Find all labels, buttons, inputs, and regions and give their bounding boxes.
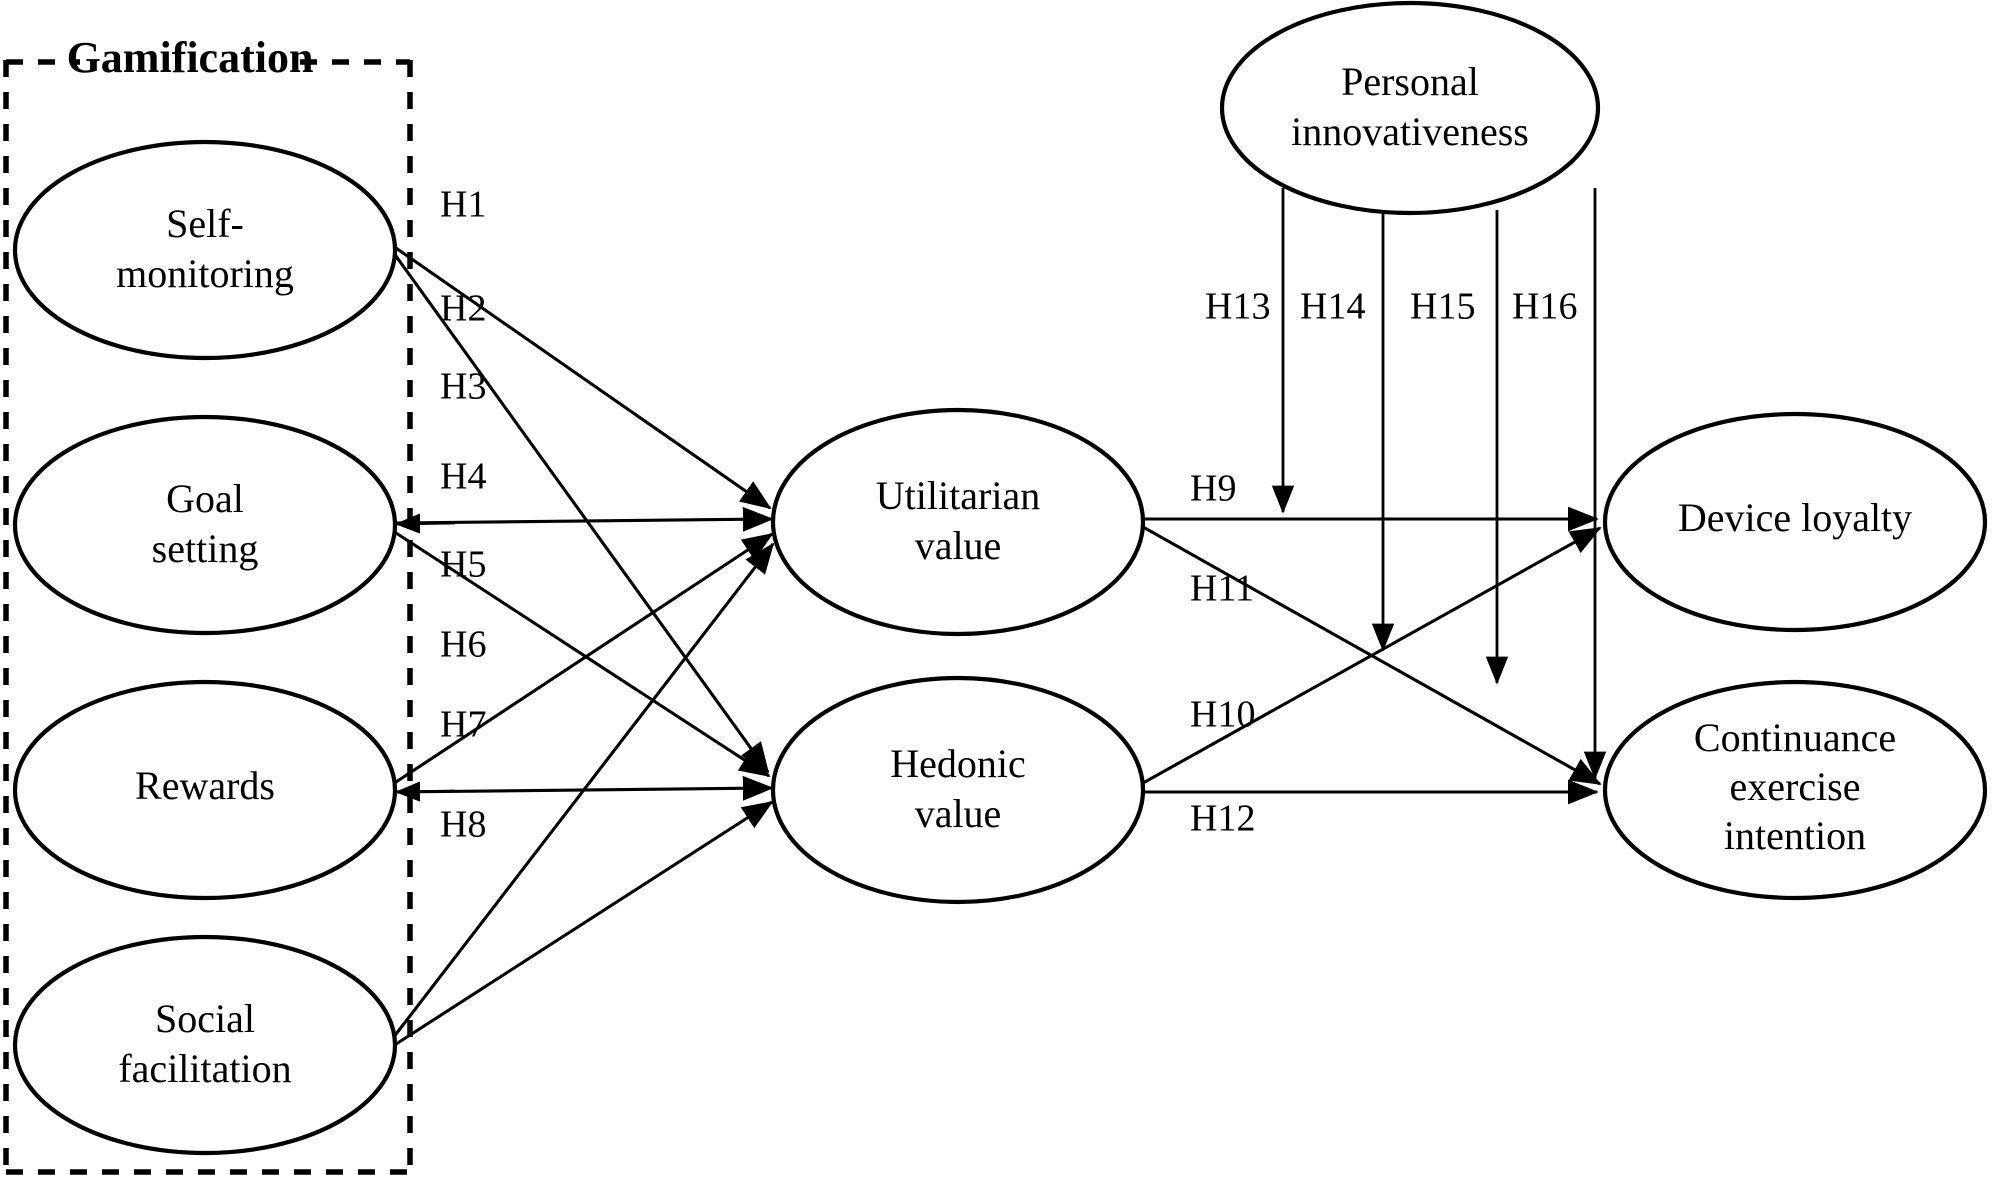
node-goal-setting[interactable]: Goal setting xyxy=(12,414,398,636)
hypothesis-label-h11: H11 xyxy=(1190,568,1254,610)
hypothesis-label-h6: H6 xyxy=(440,624,486,666)
hypothesis-label-h10: H10 xyxy=(1190,694,1255,736)
node-social-facilitation-label-line1: Social xyxy=(155,996,255,1041)
node-personal-innovativeness-label-line1: Personal xyxy=(1341,59,1479,104)
edge-group-values-to-outcomes xyxy=(1142,506,1602,805)
node-hedonic-value[interactable]: Hedonic value xyxy=(770,675,1146,905)
hypothesis-label-h16: H16 xyxy=(1512,286,1577,328)
edge-h5-rewards-to-utilitarian xyxy=(392,532,774,786)
edge-h3-arrowhead-at-goal-setting xyxy=(394,513,456,534)
node-utilitarian-value-shape[interactable] xyxy=(770,407,1146,637)
node-device-loyalty-label-line1: Device loyalty xyxy=(1678,495,1912,540)
node-utilitarian-value-label-line1: Utilitarian xyxy=(876,473,1040,518)
hypothesis-label-group: H1 H2 H3 H4 H5 H6 H7 H8 H9 H11 H10 H12 H… xyxy=(440,184,1577,846)
hypothesis-label-h4: H4 xyxy=(440,456,486,498)
node-social-facilitation-label-line2: facilitation xyxy=(118,1046,291,1091)
edge-h2-self-monitoring-to-hedonic xyxy=(391,251,770,774)
node-personal-innovativeness[interactable]: Personal innovativeness xyxy=(1219,0,1601,216)
edge-h4-goal-setting-to-hedonic xyxy=(392,529,771,778)
node-device-loyalty[interactable]: Device loyalty xyxy=(1602,411,1988,633)
node-self-monitoring-shape[interactable] xyxy=(12,139,398,361)
edge-group-moderator xyxy=(1271,188,1607,780)
hypothesis-label-h2: H2 xyxy=(440,288,486,330)
node-continuance-exercise-intention[interactable]: Continuance exercise intention xyxy=(1602,679,1988,901)
hypothesis-label-h8: H8 xyxy=(440,804,486,846)
hypothesis-label-h12: H12 xyxy=(1190,798,1255,840)
node-self-monitoring-label-line1: Self- xyxy=(166,201,244,246)
edge-h7-social-facilitation-to-utilitarian xyxy=(391,542,775,1039)
node-device-loyalty-shape[interactable] xyxy=(1602,411,1988,633)
node-social-facilitation[interactable]: Social facilitation xyxy=(12,934,398,1156)
node-hedonic-value-label-line1: Hedonic xyxy=(890,741,1026,786)
hypothesis-label-h9: H9 xyxy=(1190,468,1236,510)
node-continuance-exercise-intention-shape[interactable] xyxy=(1602,679,1988,901)
edge-h8-social-facilitation-to-hedonic xyxy=(392,800,774,1048)
gamification-group: Gamification xyxy=(3,33,413,1175)
node-social-facilitation-shape[interactable] xyxy=(12,934,398,1156)
node-group: Self- monitoring Goal setting Rewards So… xyxy=(12,0,1988,1156)
edge-h3-goal-setting-to-utilitarian xyxy=(392,506,774,532)
node-continuance-label-line3: intention xyxy=(1724,813,1866,858)
node-self-monitoring-label-line2: monitoring xyxy=(116,251,294,296)
node-hedonic-value-shape[interactable] xyxy=(770,675,1146,905)
edge-group-gamification-to-values xyxy=(391,244,775,1048)
hypothesis-label-h14: H14 xyxy=(1300,286,1365,328)
hypothesis-label-h5: H5 xyxy=(440,544,486,586)
hypothesis-label-h1: H1 xyxy=(440,184,486,226)
edge-h6-arrowhead-at-rewards xyxy=(394,781,456,802)
node-personal-innovativeness-shape[interactable] xyxy=(1219,0,1601,216)
node-rewards[interactable]: Rewards xyxy=(12,679,398,901)
edge-h10-hedonic-to-device-loyalty xyxy=(1142,526,1602,785)
node-rewards-label-line1: Rewards xyxy=(135,763,275,808)
node-goal-setting-label-line2: setting xyxy=(152,526,259,571)
node-rewards-shape[interactable] xyxy=(12,679,398,901)
node-self-monitoring[interactable]: Self- monitoring xyxy=(12,139,398,361)
node-utilitarian-value[interactable]: Utilitarian value xyxy=(770,407,1146,637)
edge-h1-self-monitoring-to-utilitarian xyxy=(392,244,772,510)
hypothesis-label-h7: H7 xyxy=(440,704,486,746)
node-continuance-label-line2: exercise xyxy=(1729,764,1860,809)
node-hedonic-value-label-line2: value xyxy=(915,791,1002,836)
gamification-group-title: Gamification xyxy=(67,33,314,82)
node-personal-innovativeness-label-line2: innovativeness xyxy=(1291,109,1529,154)
hypothesis-label-h13: H13 xyxy=(1205,286,1270,328)
node-goal-setting-shape[interactable] xyxy=(12,414,398,636)
node-utilitarian-value-label-line2: value xyxy=(915,523,1002,568)
node-goal-setting-label-line1: Goal xyxy=(166,476,244,521)
hypothesis-label-h15: H15 xyxy=(1410,286,1475,328)
node-continuance-label-line1: Continuance xyxy=(1694,715,1896,760)
hypothesis-label-h3: H3 xyxy=(440,366,486,408)
